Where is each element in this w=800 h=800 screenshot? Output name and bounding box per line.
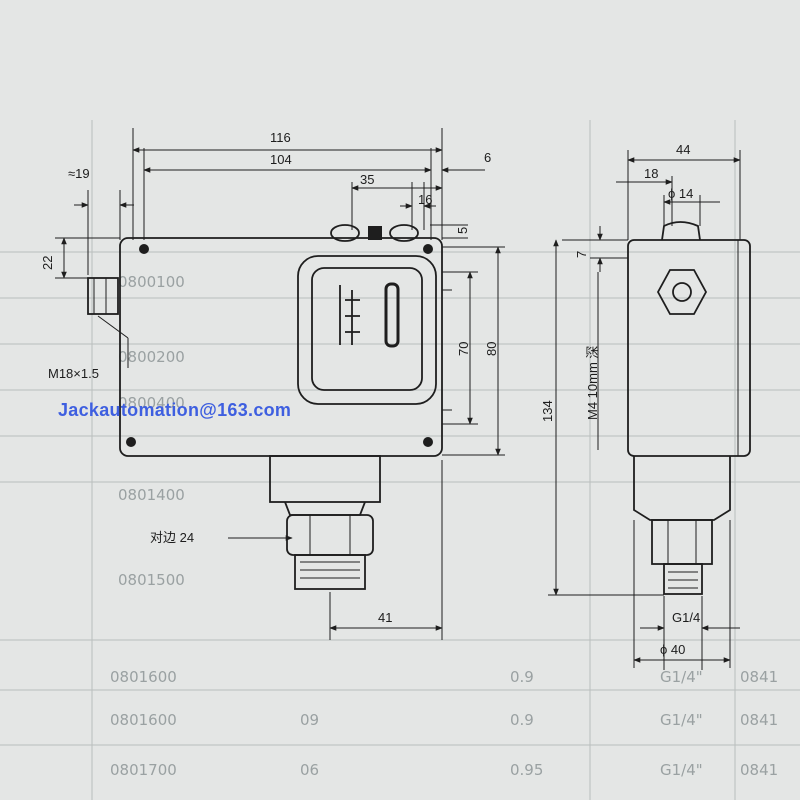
thread-port (294, 554, 366, 590)
window-inner (311, 267, 423, 391)
ghost-cell: 0841 (740, 711, 778, 729)
adjust-knob-icon (389, 224, 419, 242)
cable-gland (87, 277, 119, 315)
ghost-cell: 0801600 (110, 668, 177, 686)
screw-icon (423, 437, 433, 447)
ghost-cell: 09 (300, 711, 319, 729)
ghost-cell: 0.95 (510, 761, 543, 779)
dim-6: 6 (484, 150, 491, 165)
side-thread (663, 563, 703, 595)
adjust-screw-icon (368, 226, 382, 240)
dim-phi14: ϕ 14 (668, 186, 693, 201)
ghost-cell: G1/4" (660, 668, 703, 686)
ghost-cell: 0.9 (510, 668, 534, 686)
dim-7: 7 (574, 251, 589, 258)
ghost-cell: G1/4" (660, 761, 703, 779)
dim-80: 80 (484, 342, 499, 356)
dim-70: 70 (456, 342, 471, 356)
side-stem (633, 456, 731, 521)
adjust-knob-icon (330, 224, 360, 242)
dim-phi40: ϕ 40 (660, 642, 685, 657)
dim-35: 35 (360, 172, 374, 187)
pressure-port-body (269, 455, 381, 503)
window-outer (297, 255, 437, 405)
dim-41: 41 (378, 610, 392, 625)
ghost-cell: 0800100 (118, 273, 185, 291)
ghost-cell: 0801400 (118, 486, 185, 504)
side-nut (651, 519, 713, 565)
dim-g14: G1/4 (672, 610, 700, 625)
ghost-cell: 0841 (740, 761, 778, 779)
dim-116: 116 (270, 130, 291, 145)
screw-icon (139, 244, 149, 254)
pointer-icon (384, 282, 400, 348)
thread-label: M18×1.5 (48, 366, 99, 381)
across-flats-label: 对边 24 (150, 530, 194, 545)
screw-icon (126, 437, 136, 447)
hex-chamfer (284, 501, 366, 516)
ghost-cell: 0800400 (118, 394, 185, 412)
ghost-cell: 0800200 (118, 348, 185, 366)
dim-134: 134 (540, 400, 555, 422)
dim-104: 104 (270, 152, 292, 167)
side-knob (661, 221, 701, 241)
ghost-cell: 0801600 (110, 711, 177, 729)
ghost-cell: 0801700 (110, 761, 177, 779)
screw-icon (423, 244, 433, 254)
dim-22: 22 (40, 256, 55, 270)
dim-5: 5 (455, 227, 470, 234)
side-dimensions: 44 18 ϕ 14 7 M4 10mm 深 134 G1/4 ϕ 40 (540, 142, 741, 670)
side-housing (627, 239, 751, 457)
dim-18: 18 (644, 166, 658, 181)
ghost-cell: G1/4" (660, 711, 703, 729)
bolt-hole-icon (672, 282, 692, 302)
background-table: 0800100 0800200 0800400 0801400 0801500 … (0, 120, 800, 800)
ghost-cell: 0.9 (510, 711, 534, 729)
scale-marks (339, 285, 360, 345)
ghost-cell: 06 (300, 761, 319, 779)
dim-44: 44 (676, 142, 690, 157)
tapped-hole-label: M4 10mm 深 (585, 346, 600, 420)
hex-bolt-icon (656, 269, 708, 315)
dim-16: 16 (418, 192, 432, 207)
ghost-cell: 0841 (740, 668, 778, 686)
ghost-cell: 0801500 (118, 571, 185, 589)
dim-19: ≈19 (68, 166, 90, 181)
watermark-email: Jackautomation@163.com (58, 400, 291, 420)
side-view (627, 221, 751, 595)
front-view (87, 224, 452, 590)
front-dimensions: 116 104 6 ≈19 35 16 5 22 M18×1.5 (40, 128, 505, 640)
hex-nut (286, 514, 374, 556)
